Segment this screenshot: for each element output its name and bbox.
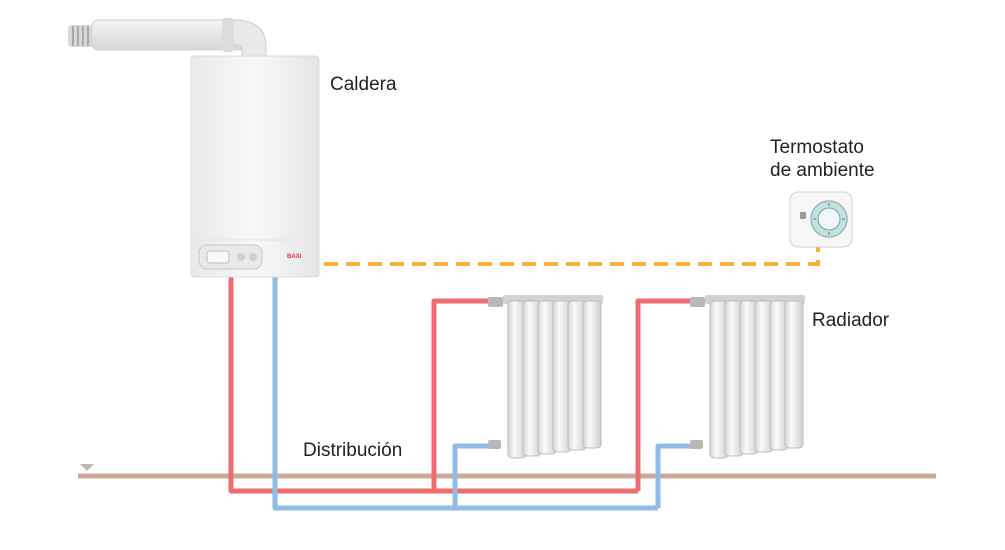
floor-line — [78, 464, 936, 479]
radiator-1 — [488, 295, 603, 459]
thermostat-device — [789, 191, 853, 248]
thermostat-control-wire — [258, 244, 820, 266]
radiator-label: Radiador — [812, 310, 890, 331]
thermostat-label-line1: Termostato — [770, 137, 864, 158]
boiler-control-panel — [198, 244, 263, 270]
boiler-brand-logo: BAXI — [287, 254, 302, 260]
distribution-label: Distribución — [303, 440, 403, 461]
return-water-pipes — [272, 276, 700, 511]
thermostat-dial-icon — [813, 203, 845, 235]
boiler-unit: BAXI — [190, 55, 320, 278]
thermostat-label-line2: de ambiente — [770, 160, 875, 181]
boiler-label: Caldera — [330, 74, 397, 95]
hot-water-pipes — [228, 276, 703, 494]
radiator-2 — [690, 295, 805, 459]
thermostat-label: Termostato de ambiente — [770, 136, 875, 182]
boiler-flue — [68, 18, 267, 61]
